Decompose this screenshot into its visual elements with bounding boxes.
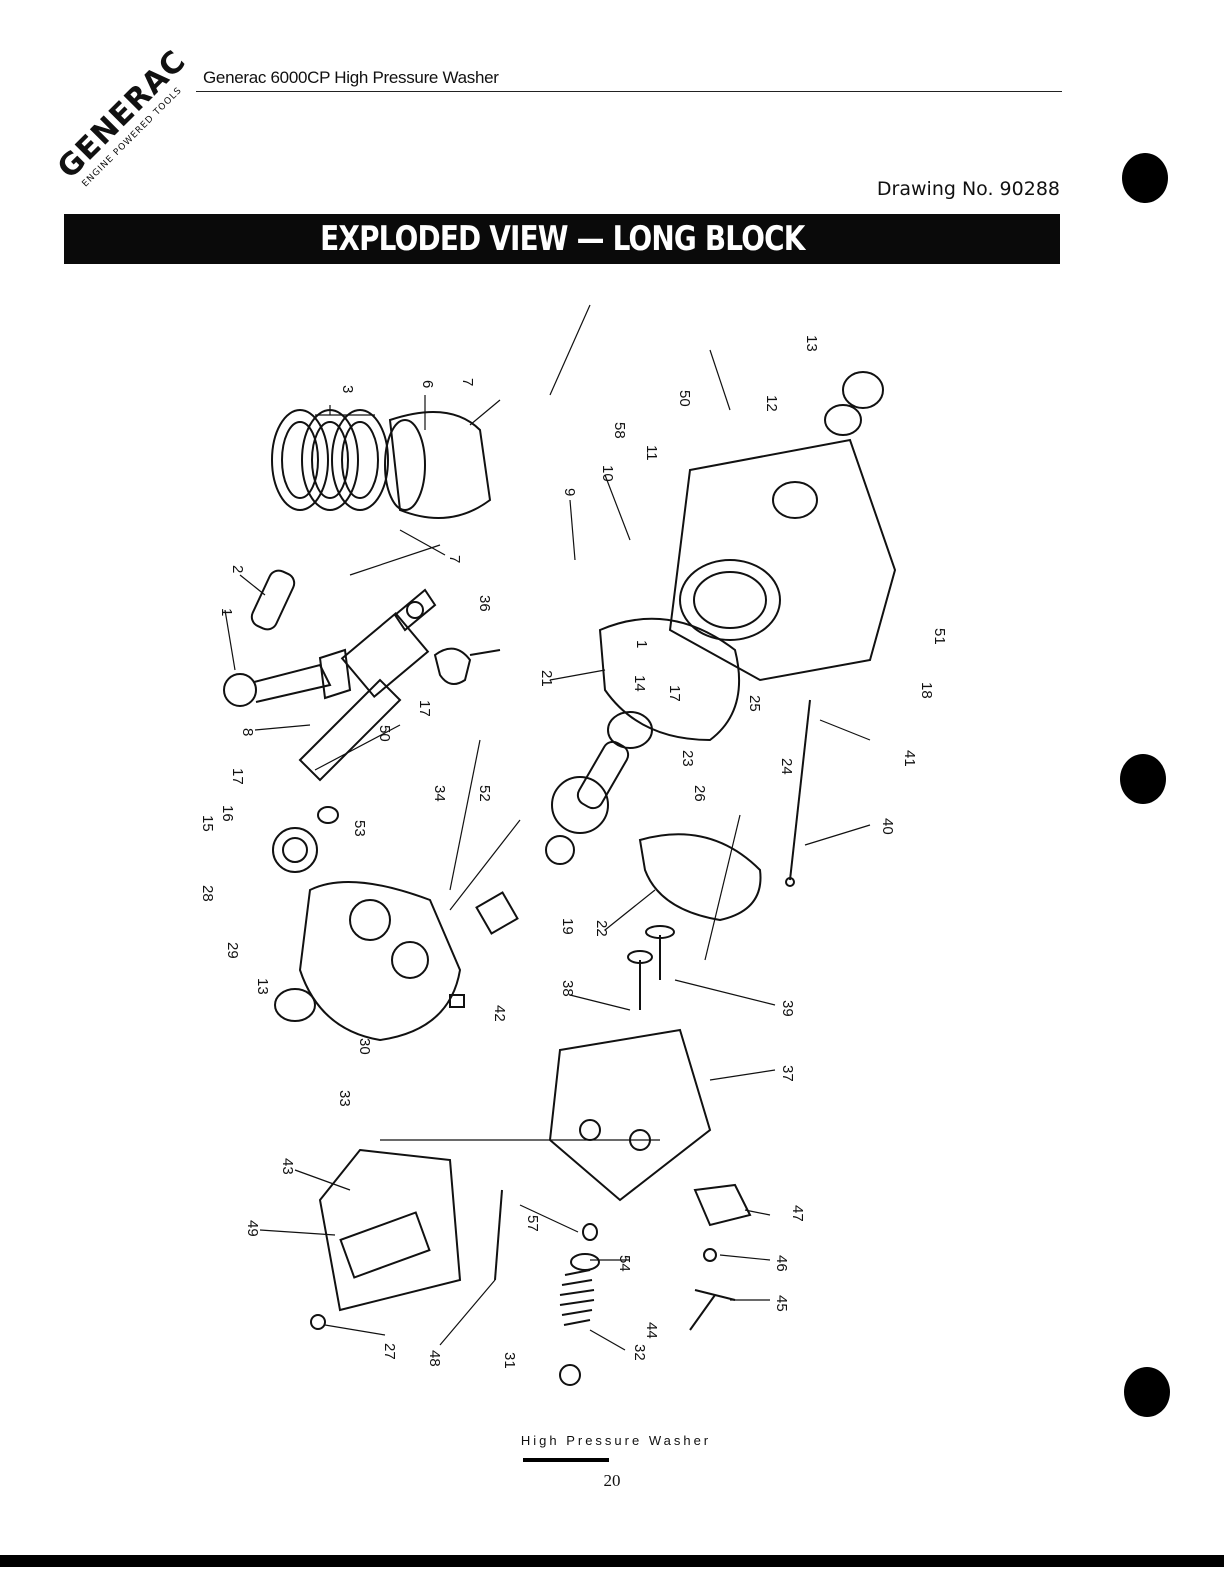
callout: 33 — [336, 1090, 353, 1107]
page-number: 20 — [0, 1471, 1224, 1491]
camshaft — [546, 712, 652, 864]
callout: 21 — [538, 670, 555, 687]
oil-seals — [825, 372, 883, 435]
breather — [477, 893, 518, 934]
callout: 8 — [239, 728, 256, 736]
callout: 28 — [199, 885, 216, 902]
callout: 40 — [879, 818, 896, 835]
callout: 9 — [561, 488, 578, 496]
callout: 48 — [426, 1350, 443, 1367]
callout: 18 — [918, 682, 935, 699]
cylinder-head — [550, 1030, 710, 1200]
rod-cap — [435, 649, 500, 684]
callout: 16 — [219, 805, 236, 822]
callout: 25 — [746, 695, 763, 712]
callout: 7 — [446, 555, 463, 563]
callout: 45 — [773, 1295, 790, 1312]
callout: 41 — [901, 750, 918, 767]
wrist-pin — [249, 567, 298, 632]
connecting-rod — [224, 650, 350, 706]
callout: 46 — [773, 1255, 790, 1272]
callout: 51 — [931, 628, 948, 645]
callout: 14 — [631, 675, 648, 692]
engine-block — [670, 440, 895, 680]
section-banner: EXPLODED VIEW — LONG BLOCK — [64, 214, 1060, 264]
callout: 31 — [501, 1352, 518, 1369]
scan-edge-bar — [0, 1555, 1224, 1567]
piston-rings — [272, 410, 388, 510]
callout: 17 — [229, 768, 246, 785]
crankcase-cover — [275, 882, 460, 1040]
callout: 27 — [381, 1343, 398, 1360]
binder-hole — [1124, 1367, 1170, 1417]
callout: 36 — [476, 595, 493, 612]
callout: 2 — [229, 565, 246, 573]
callout: 49 — [244, 1220, 261, 1237]
callout: 30 — [356, 1038, 373, 1055]
crankcase-gasket — [600, 619, 739, 740]
nut — [704, 1249, 716, 1261]
footer-divider — [523, 1458, 609, 1462]
crankshaft — [300, 590, 435, 780]
callout: 43 — [279, 1158, 296, 1175]
generac-logo: GENERAC ENGINE POWERED TOOLS — [40, 40, 210, 210]
callout: 7 — [459, 378, 476, 386]
callout: 39 — [779, 1000, 796, 1017]
bracket — [695, 1185, 750, 1225]
callout: 19 — [559, 918, 576, 935]
valve-parts — [628, 700, 810, 1010]
callout: 3 — [339, 385, 356, 393]
callout: 47 — [789, 1205, 806, 1222]
long-bolt — [495, 1190, 502, 1280]
callout: 42 — [491, 1005, 508, 1022]
callout: 32 — [631, 1344, 648, 1361]
piston — [385, 412, 490, 518]
callout: 50 — [676, 390, 693, 407]
footer-caption: High Pressure Washer — [0, 1433, 1224, 1448]
callout: 52 — [476, 785, 493, 802]
callout: 29 — [224, 942, 241, 959]
callout: 26 — [691, 785, 708, 802]
adjuster — [690, 1290, 735, 1330]
drawing-number: Drawing No. 90288 — [877, 178, 1060, 200]
document-title: Generac 6000CP High Pressure Washer — [203, 68, 499, 88]
head-gasket — [640, 834, 761, 920]
callout: 15 — [199, 815, 216, 832]
callout: 12 — [763, 395, 780, 412]
callout: 57 — [524, 1215, 541, 1232]
callout: 17 — [416, 700, 433, 717]
callout: 6 — [419, 380, 436, 388]
callout: 1 — [218, 608, 235, 616]
callout: 10 — [599, 465, 616, 482]
callout: 54 — [616, 1255, 633, 1272]
header-divider — [196, 91, 1062, 92]
bolt — [311, 1315, 325, 1329]
callout: 13 — [803, 335, 820, 352]
callout: 58 — [611, 422, 628, 439]
callout: 44 — [643, 1322, 660, 1339]
binder-hole — [1122, 153, 1168, 203]
callout: 38 — [559, 980, 576, 997]
callout: 13 — [254, 978, 271, 995]
svg-text:GENERAC: GENERAC — [51, 43, 193, 185]
callout: 34 — [431, 785, 448, 802]
governor-gear — [273, 807, 338, 872]
callout: 1 — [633, 640, 650, 648]
callout: 23 — [679, 750, 696, 767]
callout: 17 — [666, 685, 683, 702]
valve-spring — [560, 1224, 599, 1385]
leader-lines — [225, 305, 870, 1350]
exploded-view-diagram: 3 6 7 7 2 1 8 9 10 11 12 13 13 15 16 17 … — [150, 270, 1010, 1420]
valve-cover — [320, 1150, 460, 1310]
callout: 53 — [351, 820, 368, 837]
binder-hole — [1120, 754, 1166, 804]
callout: 24 — [778, 758, 795, 775]
banner-title: EXPLODED VIEW — LONG BLOCK — [320, 219, 804, 259]
callout: 37 — [779, 1065, 796, 1082]
callout: 11 — [643, 445, 660, 461]
